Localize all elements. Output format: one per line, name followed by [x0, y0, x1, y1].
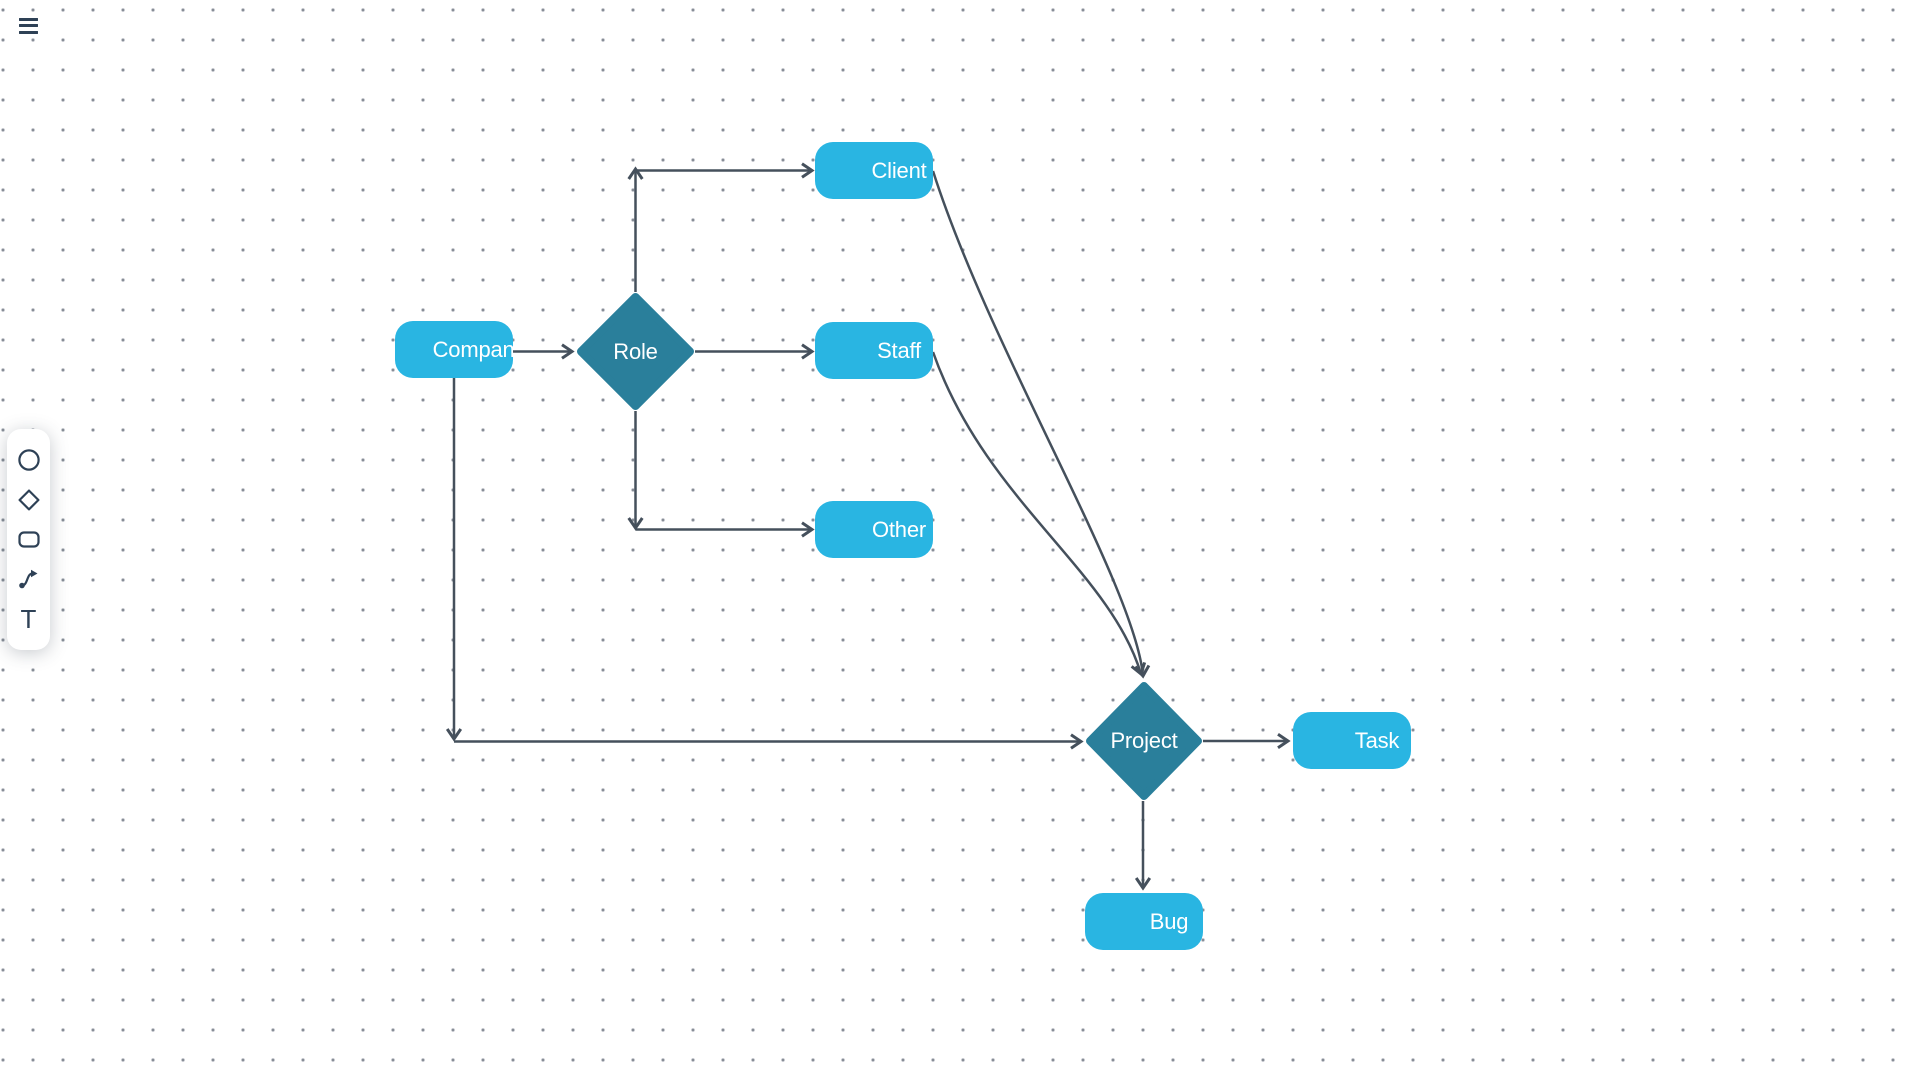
node-project[interactable]: Project — [1085, 681, 1203, 801]
node-other[interactable]: Other — [815, 501, 933, 558]
edge-client-project[interactable] — [931, 170, 1151, 679]
diamond-shape — [1086, 682, 1202, 800]
node-company[interactable]: Company — [395, 321, 513, 378]
node-bug-label: Bug — [1149, 908, 1189, 934]
circle-icon — [17, 449, 40, 471]
diamond-tool[interactable] — [14, 485, 44, 515]
circle-tool[interactable] — [14, 445, 44, 475]
text-icon: T — [20, 604, 37, 635]
shape-toolbar: T — [7, 429, 50, 650]
connector-tool[interactable] — [14, 564, 44, 594]
node-task[interactable]: Task — [1293, 712, 1411, 769]
node-task-label: Task — [1354, 727, 1400, 753]
node-client-label: Client — [871, 157, 927, 183]
node-staff[interactable]: Staff — [815, 322, 933, 379]
rectangle-tool[interactable] — [14, 524, 44, 554]
connector-arrow-icon — [18, 570, 37, 589]
node-staff-label: Staff — [877, 337, 921, 363]
node-bug[interactable]: Bug — [1085, 893, 1203, 950]
node-other-label: Other — [871, 516, 927, 542]
edge-staff-project[interactable] — [931, 351, 1147, 677]
text-tool[interactable]: T — [14, 604, 44, 634]
node-project-label: Project — [1110, 728, 1178, 753]
hamburger-icon — [18, 18, 38, 34]
node-company-label: Company — [432, 336, 513, 362]
node-role[interactable]: Role — [576, 292, 695, 411]
node-client[interactable]: Client — [815, 142, 933, 199]
menu-button[interactable] — [14, 13, 42, 39]
node-role-label: Role — [613, 338, 658, 364]
rounded-rectangle-icon — [17, 531, 40, 549]
diamond-shape — [577, 293, 694, 410]
diamond-icon — [18, 489, 39, 511]
